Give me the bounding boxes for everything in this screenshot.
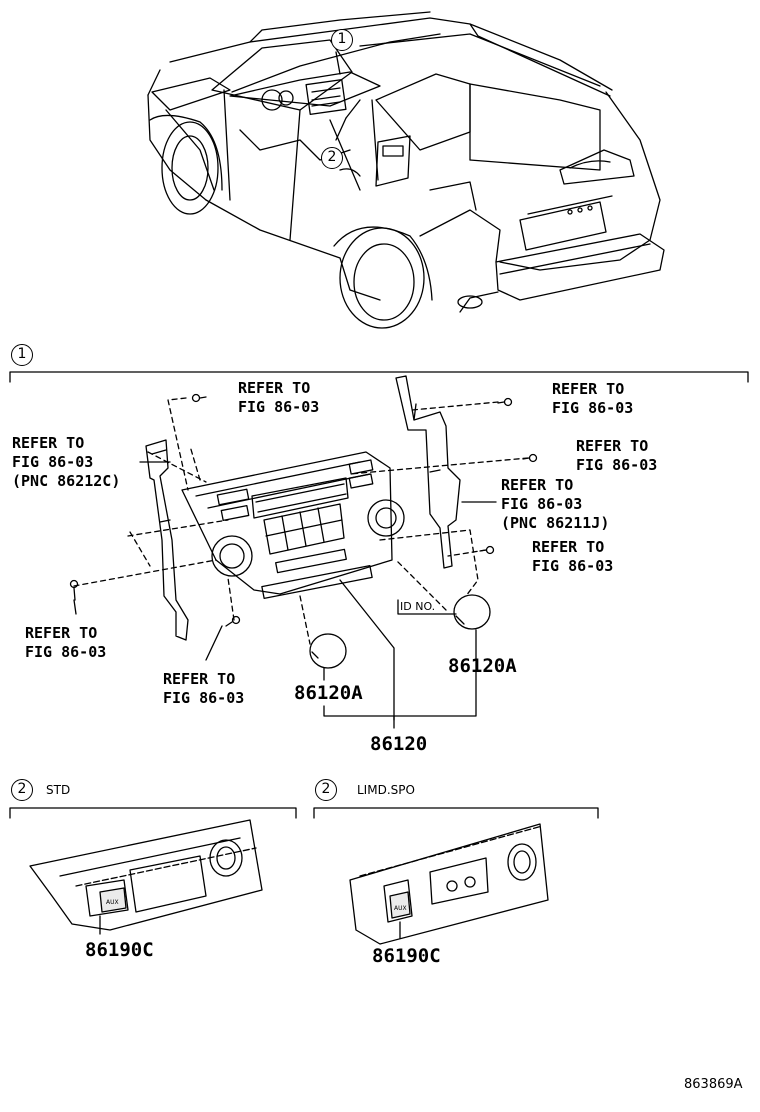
callout-1-section: 1 <box>11 344 33 366</box>
refer-to-label-right-bracket: REFER TO FIG 86-03 (PNC 86211J) <box>501 476 610 532</box>
svg-text:AUX: AUX <box>106 899 119 906</box>
limd-panel-illustration: AUX <box>349 823 549 945</box>
part-number-86190c-std: 86190C <box>85 939 154 961</box>
refer-to-label-left-lower: REFER TO FIG 86-03 <box>25 624 107 661</box>
part-number-86120a-right: 86120A <box>448 655 517 677</box>
part-number-86120: 86120 <box>370 733 428 755</box>
callout-1-vehicle: 1 <box>331 29 353 51</box>
refer-to-label-left-bracket: REFER TO FIG 86-03 (PNC 86212C) <box>12 434 121 490</box>
screw-icon <box>69 393 538 627</box>
refer-to-label-top-center: REFER TO FIG 86-03 <box>238 379 320 416</box>
radio-assembly-illustration <box>69 375 538 729</box>
callout-2-vehicle: 2 <box>321 147 343 169</box>
part-number-86190c-limd: 86190C <box>372 945 441 967</box>
std-panel-illustration: AUX <box>29 819 263 935</box>
figure-id: 863869A <box>684 1077 743 1092</box>
section-2-limd-frame <box>313 807 599 819</box>
limd-variant-label: LIMD.SPO <box>357 783 415 797</box>
refer-to-label-right-lower: REFER TO FIG 86-03 <box>532 538 614 575</box>
vehicle-illustration <box>147 11 665 329</box>
part-number-86120a-left: 86120A <box>294 682 363 704</box>
section-2-std-frame <box>9 807 297 819</box>
svg-text:AUX: AUX <box>394 905 407 912</box>
refer-to-label-right-screw: REFER TO FIG 86-03 <box>576 437 658 474</box>
refer-to-label-bottom-center: REFER TO FIG 86-03 <box>163 670 245 707</box>
id-number-label: ID NO. <box>400 600 436 613</box>
std-variant-label: STD <box>46 783 71 797</box>
callout-2-limd-section: 2 <box>315 779 337 801</box>
callout-2-std-section: 2 <box>11 779 33 801</box>
refer-to-label-top-right: REFER TO FIG 86-03 <box>552 380 634 417</box>
section-1-frame <box>9 371 749 383</box>
